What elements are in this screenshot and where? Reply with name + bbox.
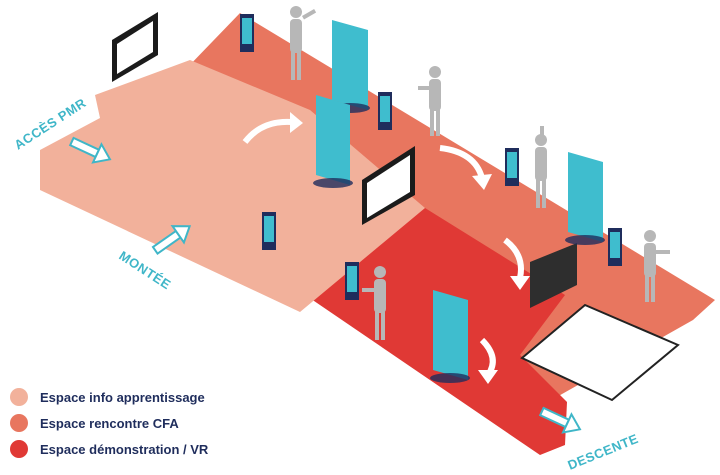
arrow-acces-pmr xyxy=(68,136,112,164)
rollup-banner-1 xyxy=(330,20,370,113)
legend-item-rencontre: Espace rencontre CFA xyxy=(10,410,208,436)
arrow-descente xyxy=(538,406,582,434)
label-descente: DESCENTE xyxy=(566,431,641,473)
legend-dot-rencontre xyxy=(10,414,28,432)
flow-arrow-3 xyxy=(503,237,524,279)
kiosk-4 xyxy=(608,228,622,266)
person-vr-3 xyxy=(535,126,547,208)
legend-item-info: Espace info apprentissage xyxy=(10,384,208,410)
kiosk-6 xyxy=(345,262,359,300)
zone-info-apprentissage xyxy=(40,60,425,312)
person-vr-1 xyxy=(290,6,317,80)
arrow-montee xyxy=(151,225,192,255)
kiosk-5 xyxy=(262,212,276,250)
rollup-banner-4 xyxy=(430,290,470,383)
legend-label: Espace info apprentissage xyxy=(40,389,205,405)
legend-label: Espace démonstration / VR xyxy=(40,441,209,457)
flow-arrow-2 xyxy=(439,145,485,179)
screen-dark xyxy=(530,243,577,308)
legend-item-vr: Espace démonstration / VR xyxy=(10,436,208,462)
rollup-banner-3 xyxy=(565,152,605,245)
legend-dot-info xyxy=(10,388,28,406)
label-montee: MONTÉE xyxy=(116,248,173,293)
kiosk-2 xyxy=(378,92,392,130)
legend-label: Espace rencontre CFA xyxy=(40,415,179,431)
kiosk-3 xyxy=(505,148,519,186)
white-area xyxy=(520,303,680,402)
zone-vr-demonstration xyxy=(295,208,567,455)
legend: Espace info apprentissage Espace rencont… xyxy=(10,384,208,462)
person-vr-4 xyxy=(644,230,670,302)
person-vr-2 xyxy=(418,66,441,136)
screen-top-left xyxy=(112,12,158,82)
flow-arrow-1 xyxy=(242,118,293,144)
legend-dot-vr xyxy=(10,440,28,458)
kiosk-1 xyxy=(240,14,254,52)
person-vr-5 xyxy=(362,266,386,340)
screen-center xyxy=(362,146,415,225)
rollup-banner-2 xyxy=(313,95,353,188)
